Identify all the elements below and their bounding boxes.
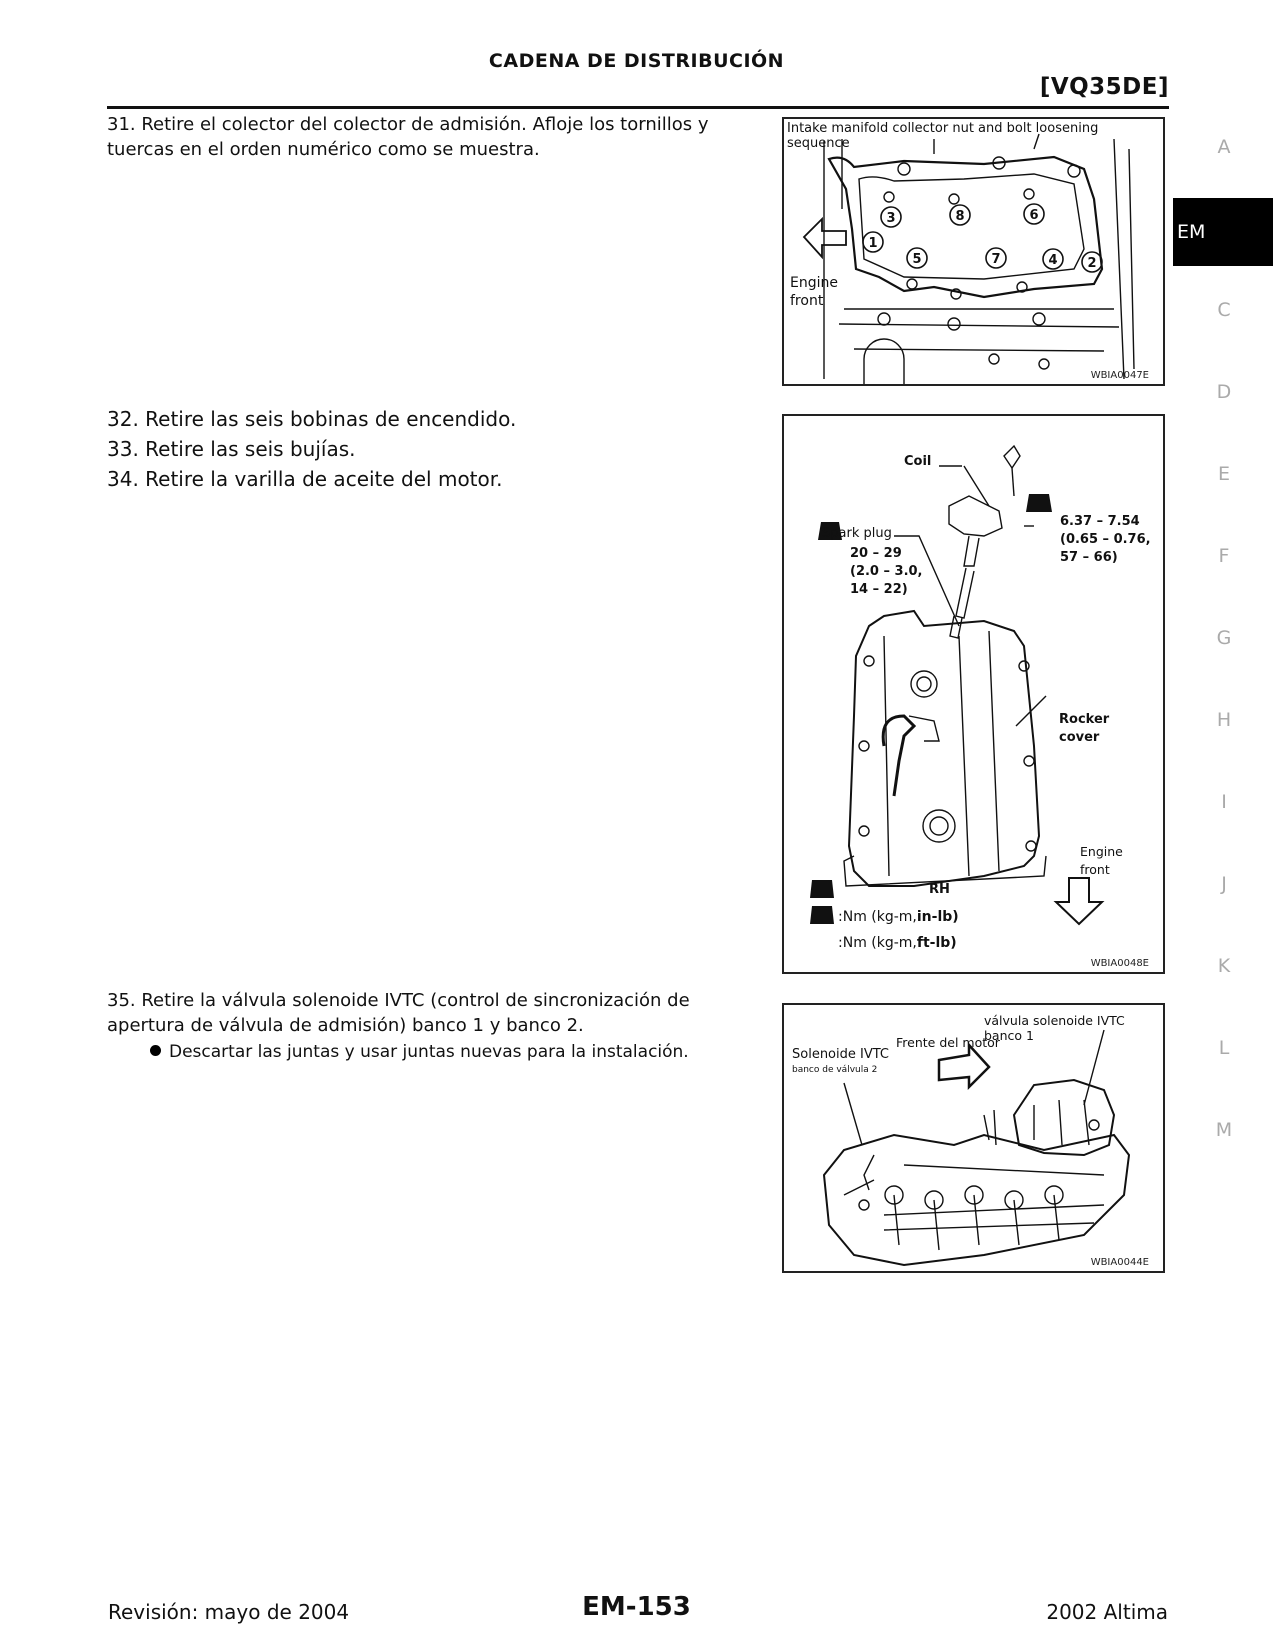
legend-ft-lb-unit: ft-lb) [916,935,957,951]
step-31: 31. Retire el colector del colector de a… [107,114,709,160]
engine-front-label: Frente del motor [896,1035,1000,1050]
engine-code: [VQ35DE] [1039,74,1169,100]
section-index-k[interactable]: K [1217,955,1231,977]
sequence-number-1: 1 [868,236,877,251]
footer-model: 2002 Altima [1046,1600,1168,1624]
figure-coil-spark-plug: Coil 6.37 – 7.54 (0.65 – 0.76, 57 – 66) … [782,414,1165,974]
step-32: 32. Retire las seis bobinas de encendido… [107,407,517,431]
engine-front-label-1: Engine [1080,844,1123,859]
sequence-number-2: 2 [1087,256,1096,271]
legend-in-lb-prefix: :Nm (kg-m, [838,909,917,925]
ivtc-bank2-label-2: banco de válvula 2 [792,1065,878,1075]
coil-torque-1: 6.37 – 7.54 [1060,514,1140,529]
legend-ft-lb-prefix: :Nm (kg-m, [838,935,917,951]
figure-2-code: WBIA0048E [1090,958,1149,969]
figure-1-code: WBIA0047E [1090,370,1149,381]
engine-front-label-2: front [1080,862,1110,877]
engine-front-label-1: Engine [790,275,838,291]
section-index-j[interactable]: J [1221,873,1227,895]
section-index-i[interactable]: I [1221,791,1227,813]
coil-rocker-drawing [810,444,1105,926]
page-title: CADENA DE DISTRIBUCIÓN [488,50,785,72]
rh-label: RH [929,882,950,897]
footer-revision: Revisión: mayo de 2004 [108,1600,350,1624]
figure-3-code: WBIA0044E [1090,1257,1149,1268]
ivtc-bank2-label-1: Solenoide IVTC [792,1047,889,1062]
section-index-e[interactable]: E [1217,463,1230,485]
sequence-number-5: 5 [912,252,921,267]
legend-ft-lb: :Nm (kg-m,ft-lb) [838,935,957,951]
plug-torque-2: (2.0 – 3.0, [850,564,923,579]
sequence-number-7: 7 [991,252,1000,267]
sequence-number-6: 6 [1029,208,1038,223]
ivtc-bank1-label: válvula solenoide IVTC banco 1 [984,1013,1125,1043]
section-index-c[interactable]: C [1217,299,1231,321]
spark-plug-label: Spark plug [822,526,892,541]
section-index-l[interactable]: L [1218,1037,1230,1059]
step-33: 33. Retire las seis bujías. [107,437,356,461]
rocker-cover-label-2: cover [1059,730,1100,745]
rocker-cover-label-1: Rocker [1059,712,1110,727]
figure-manifold-sequence: 1 2 3 4 5 6 7 8 Intake manifold collecto… [782,117,1165,386]
step-35-bullet: Descartar las juntas y usar juntas nueva… [150,1040,740,1064]
sequence-number-8: 8 [955,209,964,224]
header-divider [107,106,1169,109]
section-index-m[interactable]: M [1215,1119,1233,1141]
footer-page-number: EM-153 [582,1592,691,1622]
engine-front-label-2: front [790,293,824,309]
step-35-bullet-text: Descartar las juntas y usar juntas nueva… [169,1042,689,1062]
section-index-h[interactable]: H [1216,709,1232,731]
coil-label: Coil [904,454,932,469]
step-34: 34. Retire la varilla de aceite del moto… [107,467,503,491]
ivtc-drawing [822,1029,1131,1267]
plug-torque-3: 14 – 22) [850,582,908,597]
coil-torque-2: (0.65 – 0.76, [1060,532,1151,547]
figure-ivtc-solenoid: válvula solenoide IVTC banco 1 Frente de… [782,1003,1165,1273]
section-index-a[interactable]: A [1217,136,1231,158]
section-index-f[interactable]: F [1218,545,1230,567]
section-index-em[interactable]: EM [1173,198,1273,266]
bullet-dot-icon [150,1045,161,1056]
step-35: 35. Retire la válvula solenoide IVTC (co… [107,990,690,1036]
sequence-number-3: 3 [886,211,895,226]
coil-torque-3: 57 – 66) [1060,550,1118,565]
plug-torque-1: 20 – 29 [850,546,902,561]
manifold-drawing: 1 2 3 4 5 6 7 8 [802,133,1135,384]
sequence-number-4: 4 [1048,253,1057,268]
figure-1-title: Intake manifold collector nut and bolt l… [787,121,1099,151]
legend-in-lb-unit: in-lb) [916,909,959,925]
section-index-g[interactable]: G [1216,627,1232,649]
legend-in-lb: :Nm (kg-m,in-lb) [838,909,959,925]
section-index-d[interactable]: D [1216,381,1232,403]
